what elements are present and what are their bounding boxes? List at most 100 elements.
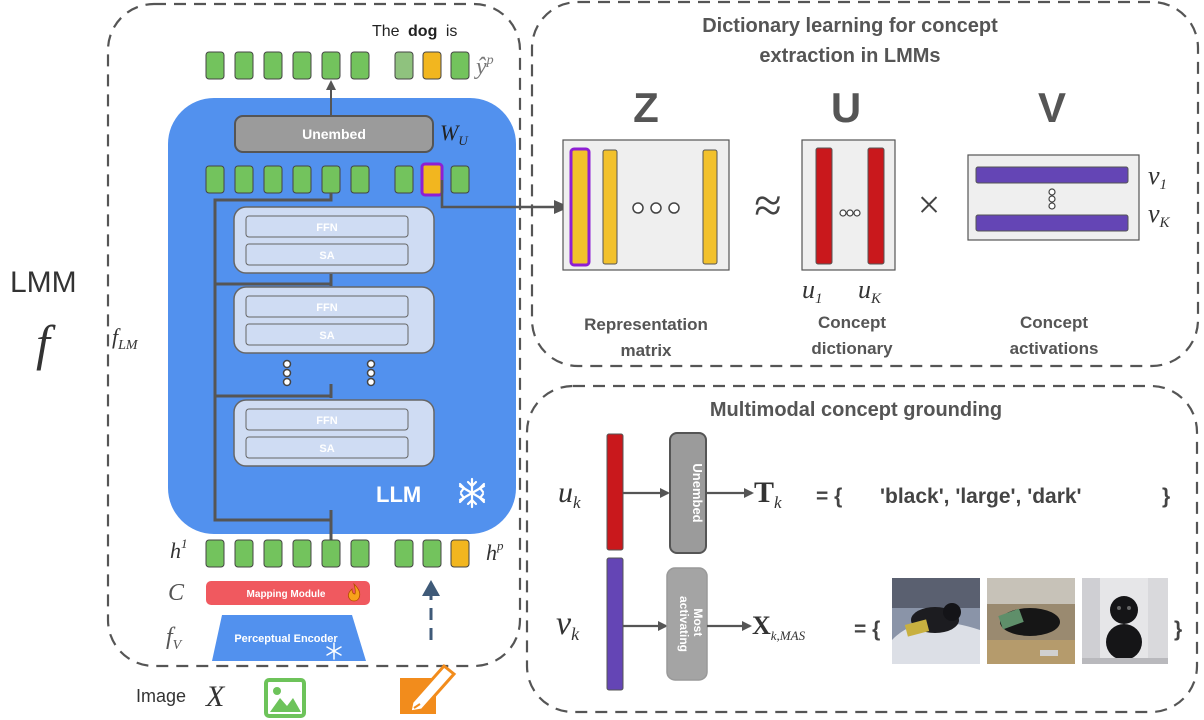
word-the: The (372, 23, 400, 40)
most-line-2: activating (677, 596, 691, 652)
caption-z-2: matrix (620, 341, 672, 360)
hidden-token (321, 165, 341, 194)
fv-sub: V (173, 638, 183, 653)
snowflake-icon (458, 477, 486, 509)
tk-label: Tk (754, 476, 782, 512)
uk-bottom-sub: k (573, 493, 581, 512)
vk-label: vK (1148, 199, 1171, 231)
f-symbol: f (36, 315, 56, 371)
most-line-1: Most (691, 608, 705, 636)
photo-thumbnail (892, 578, 980, 664)
vk-bottom-main: v (556, 605, 572, 642)
out-token (394, 51, 414, 80)
perceptual-encoder (212, 615, 366, 661)
u-ellipsis (839, 209, 861, 217)
u1-label: u1 (802, 275, 823, 307)
v-row (975, 214, 1129, 232)
mapping-module (206, 581, 370, 605)
photo-thumbnail (987, 578, 1075, 664)
xk-equals: = { (854, 618, 880, 641)
y-hat-main: ŷ (474, 54, 487, 80)
v-label: V (1038, 84, 1066, 131)
text-input-arrowhead (422, 580, 440, 596)
ffn-box (245, 295, 409, 318)
uk-main: u (858, 275, 871, 304)
word-is: is (446, 23, 458, 40)
grounding-title: Multimodal concept grounding (710, 399, 1002, 421)
vk-main: v (1148, 199, 1160, 228)
input-token (234, 539, 254, 568)
edit-icon (400, 663, 457, 714)
caption-u-1: Concept (818, 313, 886, 332)
caption-u-2: dictionary (811, 339, 893, 358)
image-label: Image (136, 686, 186, 706)
tk-close: } (1162, 485, 1170, 508)
hidden-token (394, 165, 414, 194)
ffn-box (245, 408, 409, 431)
out-token (292, 51, 312, 80)
sa-box (245, 323, 409, 346)
hidden-token-selected (420, 162, 444, 197)
hidden-token (350, 165, 370, 194)
input-token (321, 539, 341, 568)
input-token-last (450, 539, 470, 568)
word-dog: dog (408, 23, 437, 40)
y-hat-label: ŷp (474, 53, 494, 80)
tk-sub: k (774, 493, 782, 512)
flame-icon (347, 582, 361, 602)
fv-main: f (166, 624, 176, 650)
z-column-selected (569, 147, 591, 267)
tk-equals: = { (816, 485, 842, 508)
vk-vector (606, 557, 624, 691)
v-ellipsis (1048, 188, 1056, 210)
hidden-token (205, 165, 225, 194)
representation-matrix (562, 139, 730, 271)
input-token (292, 539, 312, 568)
h1-sup: 1 (181, 536, 188, 551)
c-label: C (168, 580, 185, 606)
input-token (350, 539, 370, 568)
residual-stream (213, 193, 333, 540)
unembed-vertical-label: Unembed (690, 463, 705, 522)
f-lm-sub: LM (117, 338, 139, 353)
input-token (422, 539, 442, 568)
z-column (602, 149, 618, 265)
w-u-main: W (440, 120, 460, 145)
caption-v-1: Concept (1020, 313, 1088, 332)
encoder-label: Perceptual Encoder (234, 633, 338, 645)
z-label: Z (633, 84, 659, 131)
llm-label: LLM (376, 482, 421, 507)
mapping-label: Mapping Module (247, 589, 326, 600)
grounded-words: 'black', 'large', 'dark' (880, 485, 1082, 508)
vk-sub: K (1159, 215, 1171, 231)
extraction-arrow (440, 180, 570, 214)
w-u-label: WU (440, 120, 469, 148)
u-column (867, 147, 885, 265)
u1-main: u (802, 275, 815, 304)
ffn-label: FFN (316, 302, 337, 314)
out-token (450, 51, 470, 80)
times-symbol: × (918, 182, 941, 227)
caption-z-1: Representation (584, 315, 708, 334)
w-u-sub: U (458, 133, 469, 148)
lmm-label: LMM (10, 266, 77, 299)
uk-bottom-label: uk (558, 476, 581, 512)
hidden-token (263, 165, 283, 194)
xk-main: X (752, 611, 771, 640)
v1-label: v1 (1148, 161, 1167, 193)
out-token (263, 51, 283, 80)
out-token-predicted (422, 51, 442, 80)
vk-bottom-label: vk (556, 605, 580, 644)
f-lm-main: f (112, 324, 121, 349)
uk-sub: K (870, 291, 882, 307)
output-sentence: The dog is (372, 23, 457, 40)
uk-bottom-main: u (558, 476, 573, 509)
dictionary-title-2: extraction in LMMs (759, 45, 940, 67)
xk-sub: k,MAS (771, 628, 806, 643)
lmm-panel (106, 2, 522, 668)
concept-activations (967, 154, 1140, 241)
z-column (702, 149, 718, 265)
uk-vector (606, 433, 624, 551)
fv-label: fV (166, 624, 183, 653)
